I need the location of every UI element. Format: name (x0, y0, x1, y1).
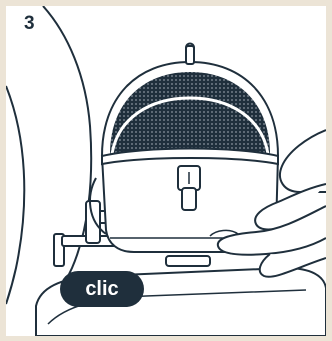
top-handle (186, 44, 194, 65)
seat-back-curve (43, 6, 91, 298)
canopy-dome (102, 62, 278, 164)
step-number: 3 (24, 14, 35, 33)
clic-callout: clic (60, 271, 144, 307)
illustration (6, 6, 326, 336)
front-latch (178, 166, 200, 210)
seat-left-curve (6, 86, 24, 304)
illustration-panel: 3 clic (6, 6, 326, 336)
